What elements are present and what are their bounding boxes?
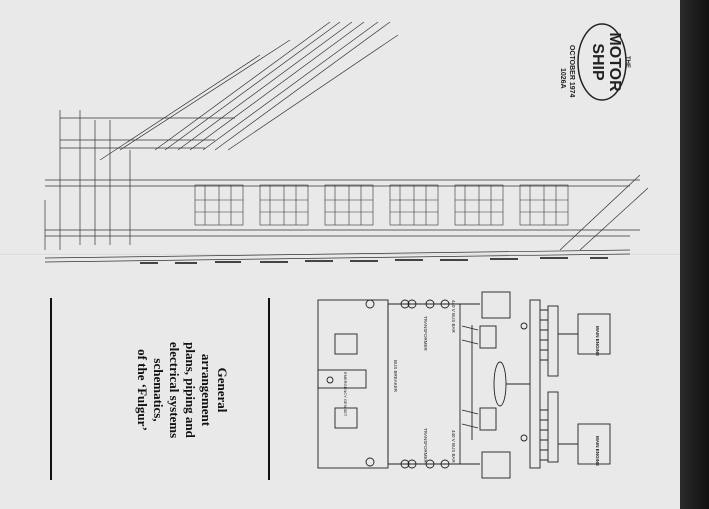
caption-line3: plans, piping and <box>183 342 198 439</box>
page-edge-shadow <box>680 0 709 509</box>
bus-bar-left-label: 440 V BUS BAR <box>451 300 456 334</box>
caption-line5: schematics, <box>151 358 166 421</box>
caption-line6: of the ‘Fulgur’ <box>135 349 150 431</box>
caption-line4: electrical systems <box>167 342 182 438</box>
diagram-modules <box>194 184 569 226</box>
page-fold <box>0 254 680 256</box>
caption-line1: General <box>215 368 230 413</box>
diagram-label-strip <box>140 257 608 264</box>
logo-line2: MOTOR <box>606 32 623 92</box>
piping-diagram <box>44 21 649 263</box>
bus-bar-right-label: 440 V BUS BAR <box>451 430 456 464</box>
motor-ship-logo: THE MOTOR SHIP <box>577 23 630 101</box>
logo-line3: SHIP <box>589 43 606 81</box>
caption-rule-left <box>50 298 52 480</box>
schematic-labels: MAIN ENGINE MAIN ENGINE 440 V BUS BAR 44… <box>343 300 600 466</box>
caption-rule-right <box>268 298 270 480</box>
bus-breaker-label: BUS BREAKER <box>393 360 398 393</box>
logo-line1: THE <box>624 56 630 68</box>
issue-date: OCTOBER 1974 <box>568 45 575 97</box>
electrical-schematic <box>317 291 611 479</box>
transformer-right-label: TRANSFORMER <box>423 428 428 464</box>
article-caption: General arrangement plans, piping and el… <box>135 342 230 439</box>
caption-line2: arrangement <box>199 354 214 427</box>
emergency-set-label: EMERGENCY GEN SET <box>343 372 348 417</box>
main-engine-left-label: MAIN ENGINE <box>595 326 600 356</box>
page-reference: 1026A <box>559 68 566 89</box>
transformer-left-label: TRANSFORMER <box>423 316 428 352</box>
magazine-page <box>0 0 680 509</box>
main-engine-right-label: MAIN ENGINE <box>595 436 600 466</box>
